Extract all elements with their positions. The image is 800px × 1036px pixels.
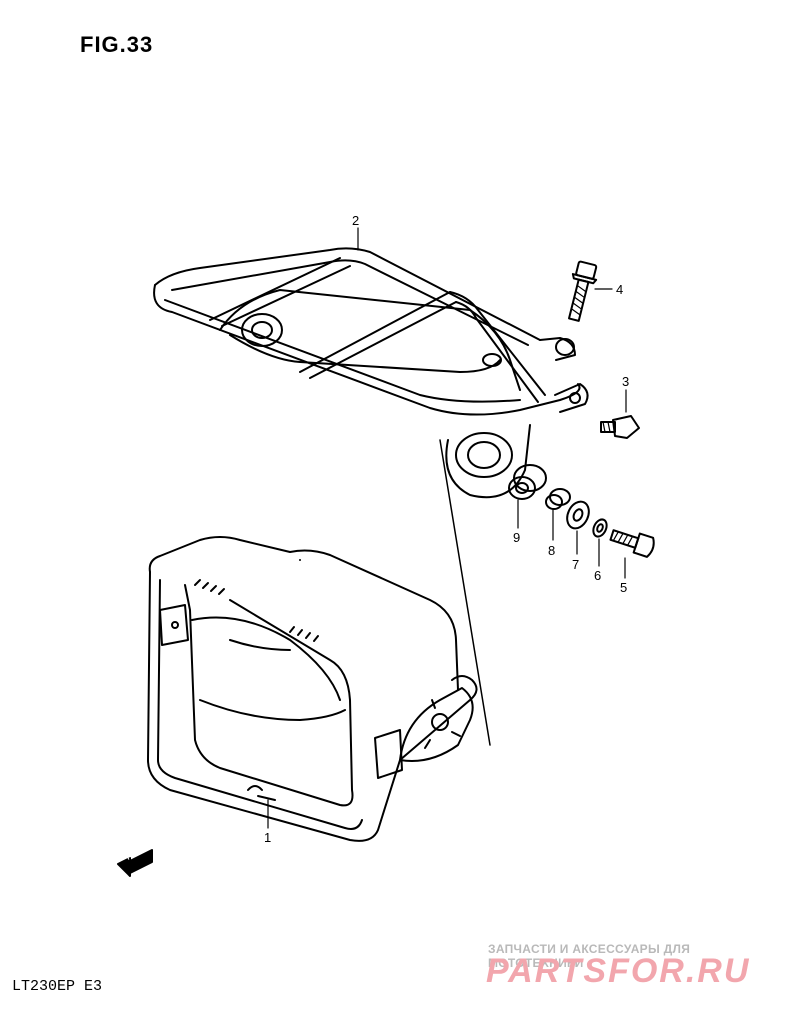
callout-3: 3 xyxy=(622,374,629,389)
carrier-rack xyxy=(153,247,589,746)
figure-title: FIG.33 xyxy=(80,32,154,57)
callout-8: 8 xyxy=(548,543,555,558)
headlight-housing xyxy=(147,536,478,842)
callout-6: 6 xyxy=(594,568,601,583)
callout-5: 5 xyxy=(620,580,627,595)
collar-8 xyxy=(545,488,571,510)
washer-7 xyxy=(566,500,590,530)
fwd-arrow-icon xyxy=(117,849,153,877)
model-code: LT230EP E3 xyxy=(12,978,103,995)
bolt-3 xyxy=(600,415,640,439)
washer-6 xyxy=(592,518,608,538)
callout-2: 2 xyxy=(352,213,359,228)
callout-9: 9 xyxy=(513,530,520,545)
watermark-tagline: ЗАПЧАСТИ И АКСЕССУАРЫ ДЛЯ МОТОТЕХНИКИ xyxy=(488,942,691,970)
callout-7: 7 xyxy=(572,557,579,572)
bolt-5 xyxy=(609,529,655,558)
grommet-9 xyxy=(508,464,547,500)
leader-lines xyxy=(267,227,627,829)
callout-4: 4 xyxy=(616,282,623,297)
bolt-4 xyxy=(568,260,598,322)
watermark-logo: PARTSFOR.RU xyxy=(486,952,751,990)
callout-1: 1 xyxy=(264,830,271,845)
